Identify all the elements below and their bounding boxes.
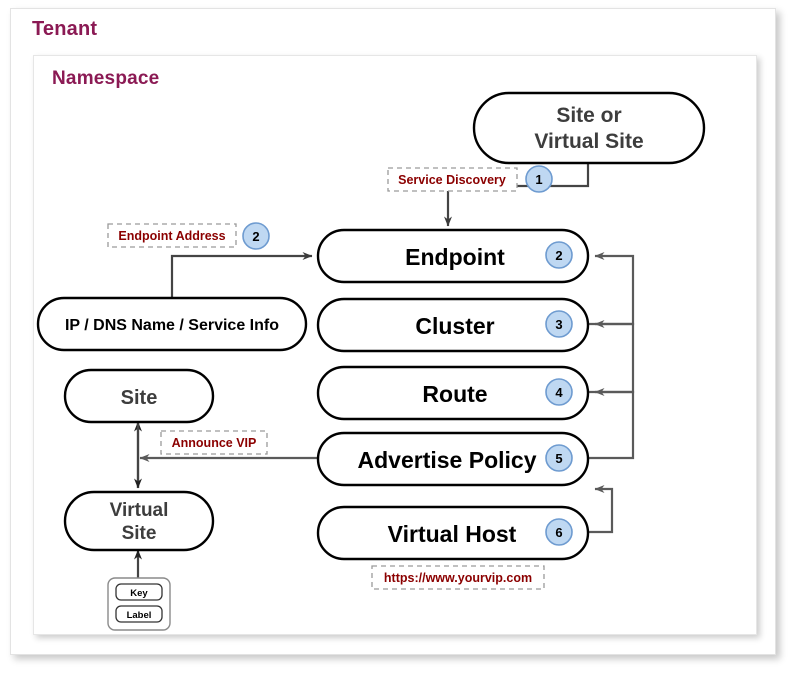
annotation-vip-url-box	[371, 565, 545, 590]
node-route-label: Route	[422, 381, 487, 407]
node-endpoint-label: Endpoint	[405, 244, 505, 270]
tenant-title: Tenant	[32, 18, 98, 40]
node-site-or-virtual-site[interactable]: Site or Virtual Site	[472, 91, 706, 165]
legend-value-pill	[115, 605, 163, 623]
annotation-endpoint-address-box	[107, 223, 237, 248]
node-cluster-label: Cluster	[415, 313, 494, 339]
node-route-badge-circle	[545, 378, 573, 406]
node-route[interactable]: Route 4	[316, 365, 590, 421]
node-site-or-virtual-site-line2: Virtual Site	[534, 130, 643, 153]
annotation-vip-url: https://www.yourvip.com	[371, 565, 545, 590]
node-advertise-policy-label: Advertise Policy	[358, 447, 537, 473]
node-virtual-host[interactable]: Virtual Host 6	[316, 505, 590, 561]
annotation-service-discovery-badge-circle	[525, 165, 553, 193]
node-virtual-site-line2: Site	[122, 523, 157, 544]
legend-key-label: Key	[130, 588, 148, 599]
node-site-or-virtual-site-line1: Site or	[556, 104, 621, 127]
connector-virtualhost-to-advertisepolicy	[588, 485, 614, 534]
annotation-endpoint-address-badge: 2	[252, 229, 259, 244]
legend-box: Key Label	[107, 577, 171, 631]
annotation-service-discovery-text: Service Discovery	[398, 173, 506, 187]
node-endpoint[interactable]: Endpoint 2	[316, 228, 590, 284]
node-cluster-badge: 3	[555, 317, 562, 332]
node-site[interactable]: Site	[63, 368, 215, 424]
node-cluster[interactable]: Cluster 3	[316, 297, 590, 353]
connector-cluster-to-endpoint	[588, 252, 635, 326]
connector-site-to-endpoint	[444, 162, 590, 227]
annotation-announce-vip-text: Announce VIP	[172, 436, 257, 450]
connector-advertisepolicy-to-route	[588, 388, 635, 460]
node-endpoint-badge-circle	[545, 241, 573, 269]
node-cluster-badge-circle	[545, 310, 573, 338]
node-virtual-site[interactable]: Virtual Site	[63, 490, 215, 552]
connector-route-to-cluster	[588, 320, 635, 394]
annotation-vip-url-text: https://www.yourvip.com	[384, 571, 532, 585]
node-ip-dns-service-info-label: IP / DNS Name / Service Info	[65, 317, 279, 334]
annotation-announce-vip: Announce VIP	[160, 430, 268, 455]
annotation-service-discovery-box	[387, 167, 518, 192]
legend-value-label: Label	[127, 610, 152, 621]
namespace-title: Namespace	[52, 68, 160, 89]
node-endpoint-badge: 2	[555, 248, 562, 263]
node-advertise-policy-badge: 5	[555, 451, 562, 466]
node-route-badge: 4	[555, 385, 563, 400]
node-virtual-site-line1: Virtual	[110, 500, 169, 521]
node-virtual-host-label: Virtual Host	[388, 521, 517, 547]
legend-key-pill	[115, 583, 163, 601]
annotation-service-discovery: Service Discovery 1	[387, 165, 553, 193]
node-advertise-policy-badge-circle	[545, 444, 573, 472]
annotation-endpoint-address: Endpoint Address 2	[107, 222, 270, 250]
node-site-label: Site	[121, 387, 158, 409]
node-virtual-host-badge: 6	[555, 525, 562, 540]
annotation-endpoint-address-text: Endpoint Address	[118, 229, 225, 243]
annotation-service-discovery-badge: 1	[535, 172, 542, 187]
node-ip-dns-service-info[interactable]: IP / DNS Name / Service Info	[36, 296, 308, 352]
connector-ipdns-to-endpoint	[170, 252, 313, 300]
node-virtual-host-badge-circle	[545, 518, 573, 546]
annotation-endpoint-address-badge-circle	[242, 222, 270, 250]
node-advertise-policy[interactable]: Advertise Policy 5	[316, 431, 590, 487]
annotation-announce-vip-box	[160, 430, 268, 455]
